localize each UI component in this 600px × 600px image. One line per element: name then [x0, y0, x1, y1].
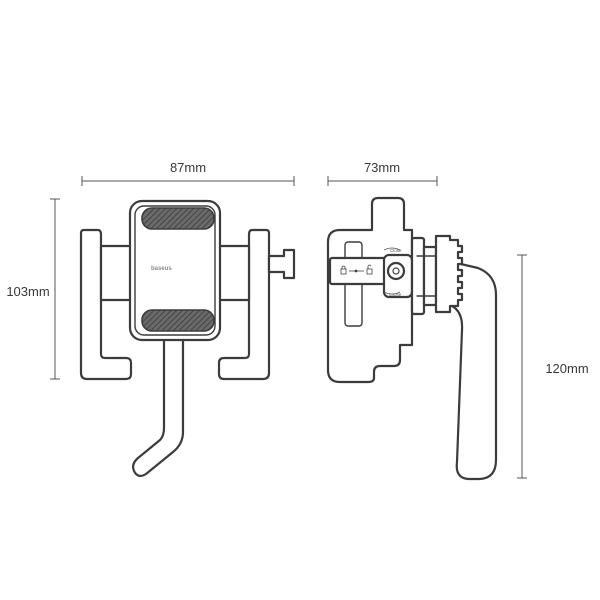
unlock-icon: [366, 264, 373, 275]
front-holder-body: [128, 199, 222, 342]
front-top-grip-pad: [141, 207, 215, 230]
front-width-label: 87mm: [170, 160, 206, 175]
side-knob-center: [392, 267, 400, 275]
side-knurled-wheel: [434, 234, 464, 314]
brand-logo: baseus: [151, 266, 172, 272]
side-holder-body: [326, 196, 414, 384]
front-mount-stem: [132, 336, 185, 478]
side-handlebar-arm: [450, 260, 498, 481]
side-width-label: 73mm: [364, 160, 400, 175]
front-right-bracket: [217, 244, 251, 302]
front-height-dimension: 103mm: [6, 198, 60, 380]
front-right-nub: [267, 248, 296, 280]
side-width-dimension: 73mm: [327, 160, 438, 186]
knob-loose-arrow: [383, 291, 401, 295]
front-left-bracket: [99, 244, 133, 302]
front-right-clamp-arm: [217, 228, 271, 381]
front-left-clamp-arm: [79, 228, 133, 381]
side-view: 73mm 120mm Close Loose: [326, 160, 589, 481]
knob-close-label: Close: [390, 248, 402, 253]
knob-close-arrow: [383, 247, 401, 251]
lock-icon: [340, 265, 347, 275]
front-holder-inner-border: [134, 205, 216, 336]
side-height-label: 120mm: [545, 361, 588, 376]
lock-slider-dot: [354, 269, 358, 273]
front-bottom-grip-pad: [141, 309, 215, 332]
front-height-label: 103mm: [6, 284, 49, 299]
side-knob: [386, 261, 406, 281]
side-connector: [410, 236, 426, 316]
front-width-dimension: 87mm: [81, 160, 295, 186]
side-height-dimension: 120mm: [517, 254, 589, 479]
front-view: 87mm 103mm baseus: [6, 160, 296, 478]
knob-loose-label: Loose: [389, 292, 402, 297]
